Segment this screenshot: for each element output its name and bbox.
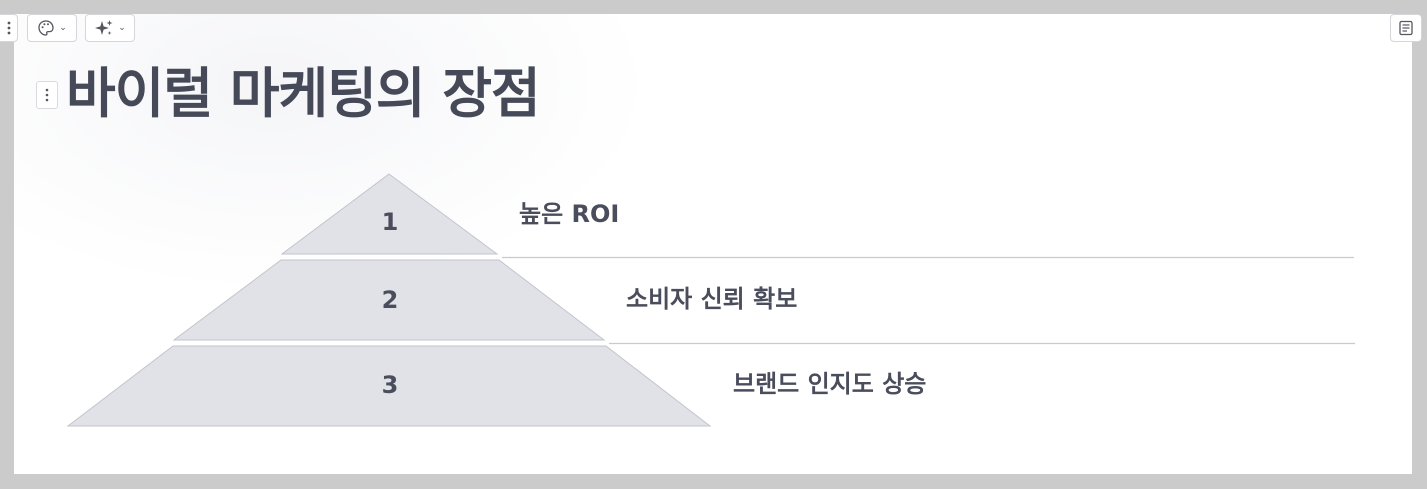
vertical-dots-icon — [45, 88, 49, 102]
pyramid-tier-number: 2 — [381, 286, 399, 314]
chevron-down-icon: ⌄ — [118, 23, 126, 33]
sparkle-icon — [95, 20, 113, 35]
pyramid-item-text[interactable]: 높은 ROI — [519, 200, 620, 228]
title-block-handle[interactable] — [36, 81, 58, 109]
slide-background-glow — [14, 14, 654, 294]
pyramid-tier-number: 1 — [381, 208, 399, 236]
notes-icon — [1399, 20, 1413, 36]
pyramid-item-text[interactable]: 브랜드 인지도 상승 — [733, 370, 927, 398]
speaker-notes-button[interactable] — [1390, 14, 1422, 42]
palette-icon — [38, 20, 54, 36]
pyramid-item-text[interactable]: 소비자 신뢰 확보 — [626, 285, 798, 313]
slide-drag-handle[interactable] — [0, 14, 18, 42]
theme-button[interactable]: ⌄ — [27, 14, 77, 42]
vertical-dots-icon — [7, 21, 10, 35]
ai-assist-button[interactable]: ⌄ — [85, 14, 135, 42]
chevron-down-icon: ⌄ — [59, 23, 67, 33]
pyramid-tier-number: 3 — [381, 371, 399, 399]
slide-title[interactable]: 바이럴 마케팅의 장점 — [66, 62, 541, 125]
